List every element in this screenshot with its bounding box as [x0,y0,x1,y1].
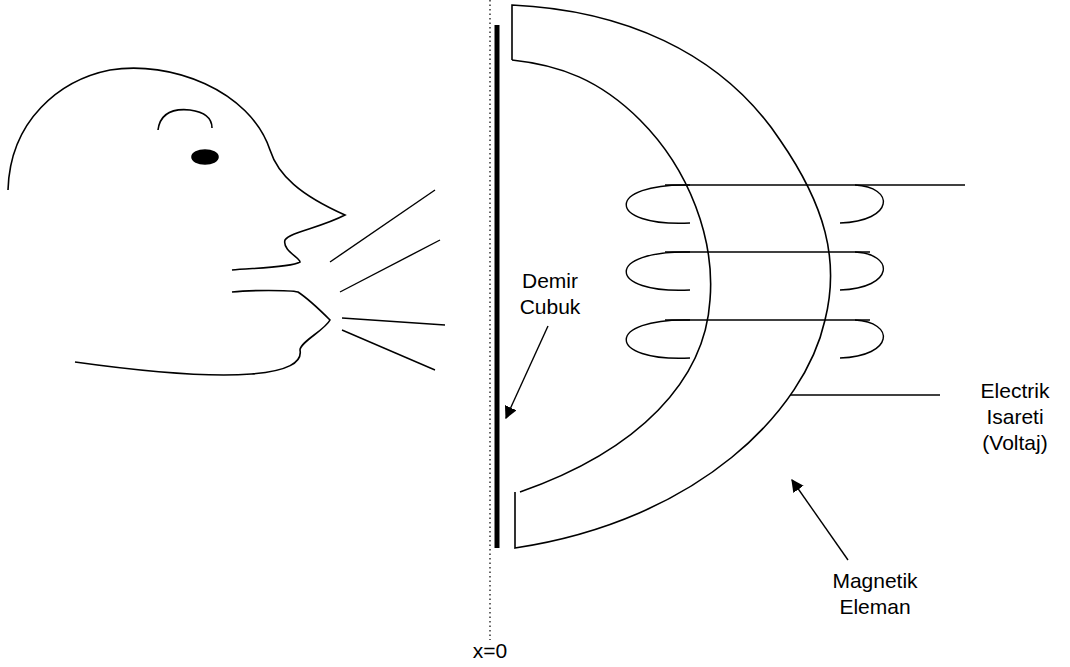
part-label: Demir Cubuk [505,268,595,320]
coil-loop [840,252,883,290]
coil-loop [626,320,690,358]
coil-turn [665,184,965,185]
iron-rod [495,25,500,548]
coil [626,185,965,395]
leader-line [506,326,548,418]
coil-loop [840,185,883,223]
eye [192,150,218,164]
wire-lead [790,394,940,395]
coil-turn [665,319,870,320]
eyebrow [158,110,212,130]
part-label: Magnetik Eleman [820,568,930,620]
coil-loop [626,185,690,223]
signal-label: Electrik Isareti (Voltaj) [963,378,1067,456]
sound-lines [330,190,445,370]
head [8,68,345,375]
coil-loop [840,320,883,358]
axis-line [489,0,490,640]
axis-label: x=0 [460,638,520,664]
leader-line [792,480,848,560]
coil-loop [626,252,690,290]
coil-turn [665,251,870,252]
